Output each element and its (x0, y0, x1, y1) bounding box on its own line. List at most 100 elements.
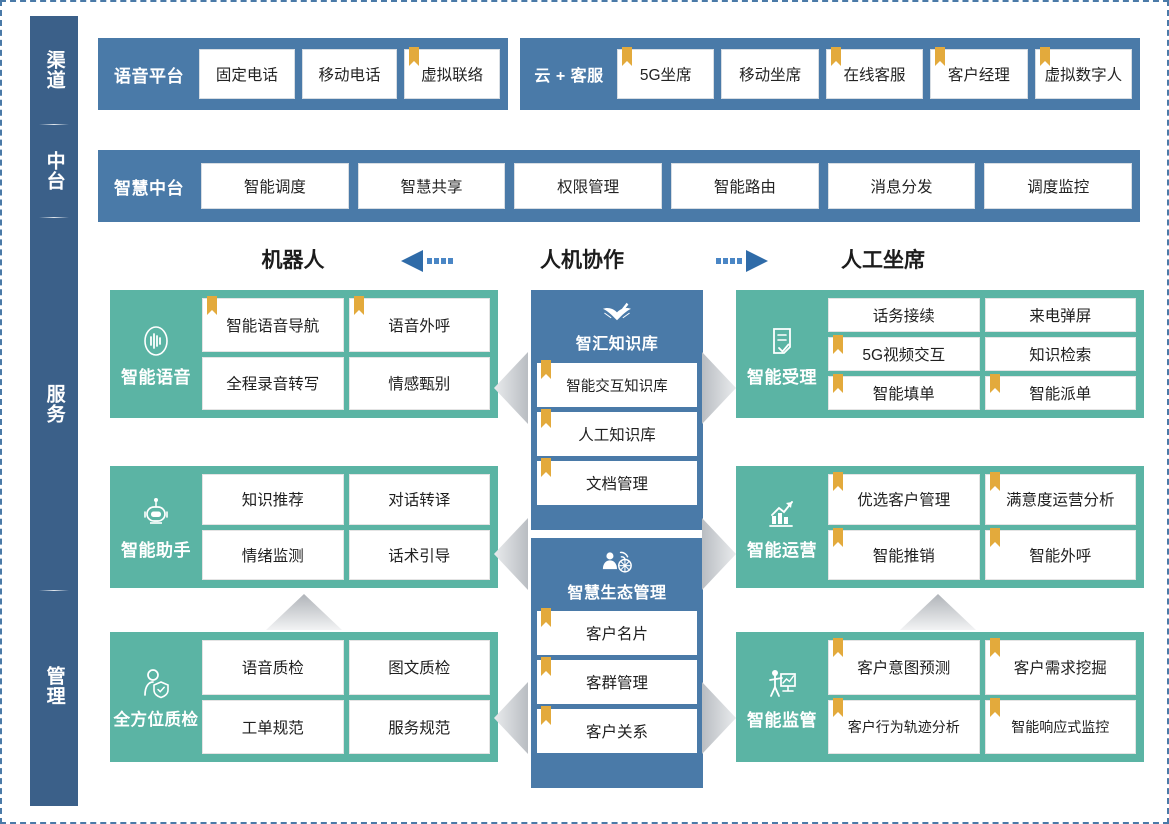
block-knowledge-base-header: 智汇知识库 (537, 296, 697, 358)
left-rail: 渠道 中台 服务 管理 (30, 16, 78, 806)
block-smart-supervision-cells: 客户意图预测 客户需求挖掘 客户行为轨迹分析 智能响应式监控 (828, 632, 1144, 762)
cell-customer-intent-prediction[interactable]: 客户意图预测 (828, 638, 980, 695)
chip-fixed-phone[interactable]: 固定电话 (199, 49, 295, 99)
block-eco-management-header: 智慧生态管理 (537, 544, 697, 606)
cell-ticket-standard[interactable]: 工单规范 (202, 699, 344, 754)
cell-knowledge-search[interactable]: 知识检索 (984, 337, 1136, 371)
block-smart-assistant: 智能助手 知识推荐 对话转译 情绪监测 话术引导 (110, 466, 498, 588)
cloud-service-band: 云 + 客服 5G坐席 移动坐席 在线客服 客户经理 虚拟数字人 (520, 38, 1140, 110)
chevron-right-eco-to-operation (702, 518, 736, 590)
chevron-left-eco-to-assistant (494, 518, 528, 590)
cell-label: 话术引导 (388, 547, 451, 565)
cell-smart-responsive-monitoring[interactable]: 智能响应式监控 (984, 697, 1136, 754)
cell-smart-marketing[interactable]: 智能推销 (828, 527, 980, 580)
item-document-management[interactable]: 文档管理 (537, 458, 697, 505)
chip-label: 权限管理 (557, 179, 620, 196)
chip-online-service[interactable]: 在线客服 (825, 47, 924, 99)
rail-item-middle: 中台 (30, 125, 78, 217)
cell-script-guidance[interactable]: 话术引导 (348, 529, 490, 580)
chip-5g-seat[interactable]: 5G坐席 (617, 47, 715, 99)
bookmark-flag-icon (989, 697, 1000, 717)
cell-emotion-monitoring[interactable]: 情绪监测 (202, 529, 344, 580)
item-manual-knowledge-base[interactable]: 人工知识库 (537, 409, 697, 456)
cell-emotion-recognition[interactable]: 情感甄别 (348, 356, 490, 410)
bookmark-flag-icon (989, 527, 1000, 547)
chip-mobile-seat[interactable]: 移动坐席 (721, 49, 819, 99)
chip-label: 智慧共享 (400, 179, 463, 196)
chevron-left-knowledge-to-voice (494, 352, 528, 424)
item-customer-group-management[interactable]: 客群管理 (537, 657, 697, 704)
voice-platform-title: 语音平台 (114, 66, 184, 86)
bookmark-flag-icon (541, 608, 551, 627)
bookmark-flag-icon (541, 706, 551, 725)
bookmark-flag-icon (541, 360, 551, 379)
cell-smart-form-filling[interactable]: 智能填单 (828, 374, 980, 410)
presenter-board-icon (769, 669, 796, 697)
block-smart-assistant-cells: 知识推荐 对话转译 情绪监测 话术引导 (202, 466, 498, 588)
chip-permission-management[interactable]: 权限管理 (514, 163, 663, 209)
cell-label: 客户行为轨迹分析 (847, 718, 960, 735)
arrow-up-supervision-to-operation (900, 594, 976, 630)
chip-label: 消息分发 (870, 179, 933, 196)
chip-label: 调度监控 (1027, 179, 1090, 196)
chevron-right-knowledge-to-acceptance (702, 352, 736, 424)
block-knowledge-base: 智汇知识库 智能交互知识库 人工知识库 文档管理 (531, 290, 703, 530)
item-customer-card[interactable]: 客户名片 (537, 608, 697, 655)
item-interactive-knowledge-base[interactable]: 智能交互知识库 (537, 360, 697, 407)
person-shield-icon (144, 669, 169, 699)
bookmark-flag-icon (830, 47, 841, 66)
block-label-text: 智能受理 (747, 367, 817, 387)
item-label: 客户名片 (585, 626, 648, 643)
block-smart-supervision: 智能监管 客户意图预测 客户需求挖掘 客户行为轨迹分析 智能响应式监控 (736, 632, 1144, 762)
block-label-text: 智能运营 (747, 540, 817, 560)
chip-smart-scheduling[interactable]: 智能调度 (201, 163, 349, 209)
cell-preferred-customer-management[interactable]: 优选客户管理 (828, 472, 980, 525)
chip-virtual-contact[interactable]: 虚拟联络 (404, 47, 501, 99)
chip-mobile-phone[interactable]: 移动电话 (301, 49, 398, 99)
chip-message-dispatch[interactable]: 消息分发 (827, 163, 976, 209)
cell-smart-dispatch[interactable]: 智能派单 (984, 374, 1136, 410)
chip-label: 固定电话 (215, 67, 278, 84)
bookmark-flag-icon (207, 296, 217, 315)
column-header-robot: 机器人 (261, 249, 325, 272)
cell-smart-voice-navigation[interactable]: 智能语音导航 (202, 296, 344, 352)
cell-customer-behavior-trace-analysis[interactable]: 客户行为轨迹分析 (828, 697, 980, 754)
cell-satisfaction-operation-analysis[interactable]: 满意度运营分析 (984, 472, 1136, 525)
block-label-text: 全方位质检 (113, 711, 199, 729)
chip-smart-routing[interactable]: 智能路由 (671, 163, 819, 209)
cell-call-connection[interactable]: 话务接续 (828, 298, 980, 332)
arrow-up-quality-to-assistant (266, 594, 342, 630)
bookmark-flag-icon (541, 458, 551, 477)
cell-knowledge-recommendation[interactable]: 知识推荐 (202, 474, 344, 525)
cell-service-standard[interactable]: 服务规范 (348, 699, 490, 754)
cell-voice-quality-inspection[interactable]: 语音质检 (202, 640, 344, 695)
rail-label-channel: 渠道 (43, 50, 65, 90)
cell-voice-outbound[interactable]: 语音外呼 (348, 296, 490, 352)
person-network-icon (602, 551, 632, 573)
block-smart-operation-label: 智能运营 (736, 494, 828, 561)
cell-label: 知识检索 (1029, 347, 1092, 364)
cell-full-recording-transcription[interactable]: 全程录音转写 (202, 356, 344, 410)
bookmark-flag-icon (541, 409, 551, 428)
cell-label: 服务规范 (388, 719, 451, 737)
cell-text-image-quality-inspection[interactable]: 图文质检 (348, 640, 490, 695)
bar-chart-up-icon (769, 500, 793, 527)
column-headers: 机器人 人机协作 人工坐席 (98, 240, 1148, 282)
cell-label: 客户需求挖掘 (1013, 660, 1107, 678)
column-header-collaboration: 人机协作 (540, 249, 624, 272)
item-customer-relationship[interactable]: 客户关系 (537, 706, 697, 753)
chip-virtual-human[interactable]: 虚拟数字人 (1034, 47, 1133, 99)
cell-incoming-call-popup[interactable]: 来电弹屏 (984, 298, 1136, 332)
cell-smart-outbound-call[interactable]: 智能外呼 (984, 527, 1136, 580)
cell-label: 智能外呼 (1029, 547, 1092, 565)
cell-customer-demand-mining[interactable]: 客户需求挖掘 (984, 638, 1136, 695)
chip-scheduling-monitor[interactable]: 调度监控 (984, 163, 1133, 209)
cell-dialogue-translation[interactable]: 对话转译 (348, 474, 490, 525)
cell-5g-video-interaction[interactable]: 5G视频交互 (828, 335, 980, 371)
bookmark-flag-icon (833, 335, 843, 354)
chip-label: 智能路由 (713, 179, 776, 196)
chip-account-manager[interactable]: 客户经理 (930, 47, 1028, 99)
chip-smart-sharing[interactable]: 智慧共享 (357, 163, 506, 209)
cell-label: 语音外呼 (388, 317, 451, 335)
rail-divider-2 (39, 217, 69, 218)
